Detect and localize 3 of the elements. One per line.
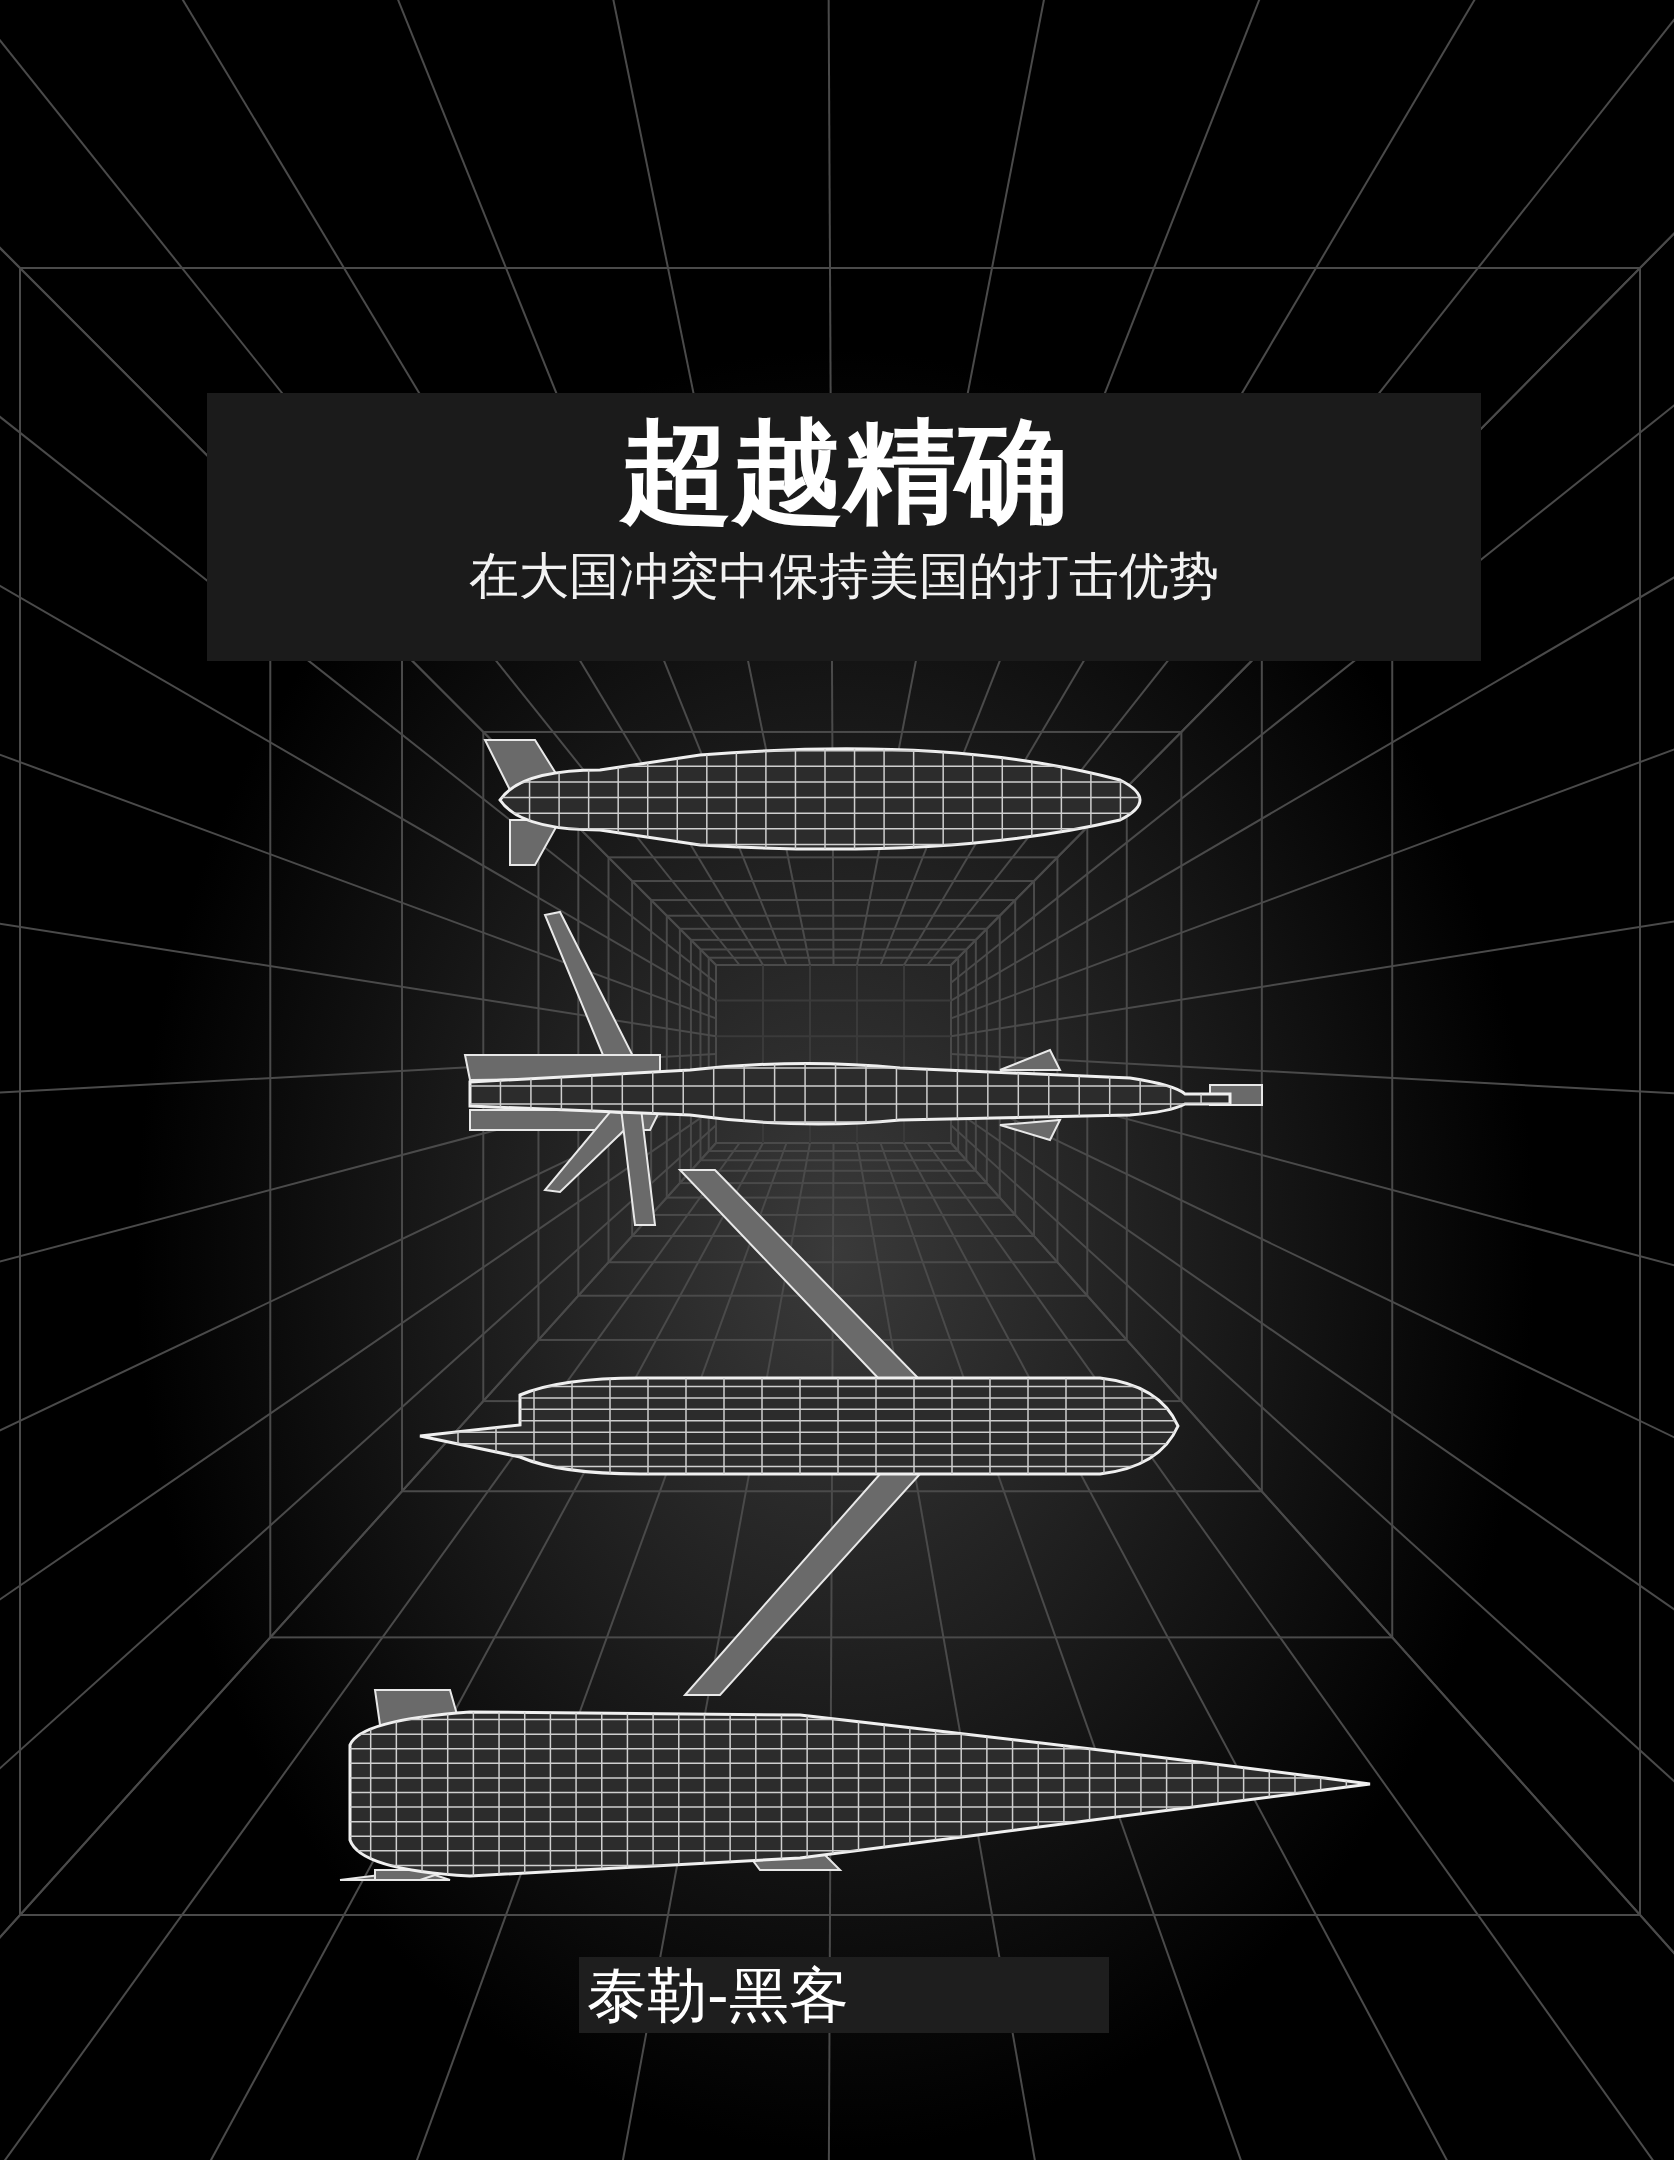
title: 超越精确 [618, 405, 1069, 538]
subtitle: 在大国冲突中保持美国的打击优势 [468, 546, 1220, 607]
author-name: 泰勒-黑客 [579, 1957, 1109, 2033]
